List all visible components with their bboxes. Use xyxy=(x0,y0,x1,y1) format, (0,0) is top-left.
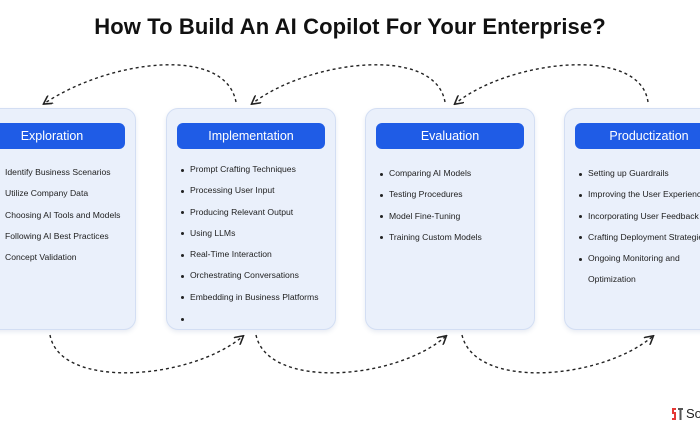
stage-header-exploration: Exploration xyxy=(0,123,125,149)
list-item: Testing Procedures xyxy=(379,184,482,205)
stage-card-evaluation: Evaluation Comparing AI Models Testing P… xyxy=(365,108,535,330)
list-item: Identify Business Scenarios xyxy=(0,162,120,183)
list-item: Processing User Input xyxy=(180,180,319,201)
list-item: Improving the User Experience xyxy=(578,184,700,205)
list-item: Utilize Company Data xyxy=(0,183,120,204)
bottom-arrow-2 xyxy=(255,335,445,374)
list-item: Choosing AI Tools and Models xyxy=(0,205,120,226)
stage-list-exploration: Identify Business Scenarios Utilize Comp… xyxy=(0,162,120,268)
list-item: Embedding in Business Platforms xyxy=(180,287,319,308)
list-item: Crafting Deployment Strategies xyxy=(578,227,700,248)
top-arrow-3 xyxy=(456,64,649,103)
stage-list-productization: Setting up Guardrails Improving the User… xyxy=(578,163,700,291)
stage-card-implementation: Implementation Prompt Crafting Technique… xyxy=(166,108,336,330)
brand-logo: So xyxy=(672,406,700,421)
stage-card-productization: Productization Setting up Guardrails Imp… xyxy=(564,108,700,330)
list-item: Concept Validation xyxy=(0,247,120,268)
list-item: Setting up Guardrails xyxy=(578,163,700,184)
list-item: Using LLMs xyxy=(180,223,319,244)
list-item: Prompt Crafting Techniques xyxy=(180,159,319,180)
top-arrow-1 xyxy=(45,64,237,103)
stage-list-evaluation: Comparing AI Models Testing Procedures M… xyxy=(379,163,482,248)
stage-header-evaluation: Evaluation xyxy=(376,123,524,149)
stage-list-implementation: Prompt Crafting Techniques Processing Us… xyxy=(180,159,319,321)
list-item: Training Custom Models xyxy=(379,227,482,248)
stage-header-implementation: Implementation xyxy=(177,123,325,149)
diagram-title: How To Build An AI Copilot For Your Ente… xyxy=(94,14,606,39)
bottom-arrow-1 xyxy=(49,335,242,374)
brand-logo-text: So xyxy=(686,406,700,421)
stage-header-productization: Productization xyxy=(575,123,700,149)
list-item: Following AI Best Practices xyxy=(0,226,120,247)
list-item: Producing Relevant Output xyxy=(180,202,319,223)
list-item: Orchestrating Conversations xyxy=(180,265,319,286)
list-item: Comparing AI Models xyxy=(379,163,482,184)
stage-card-exploration: Exploration Identify Business Scenarios … xyxy=(0,108,136,330)
list-item: Incorporating User Feedback xyxy=(578,206,700,227)
list-item: Ongoing Monitoring and xyxy=(578,248,700,269)
list-item: Real-Time Interaction xyxy=(180,244,319,265)
bottom-arrow-3 xyxy=(461,335,652,374)
list-item: Model Fine-Tuning xyxy=(379,206,482,227)
list-item-continuation: Optimization xyxy=(588,274,636,285)
top-arrow-2 xyxy=(253,64,446,103)
brand-logo-icon xyxy=(672,407,683,420)
